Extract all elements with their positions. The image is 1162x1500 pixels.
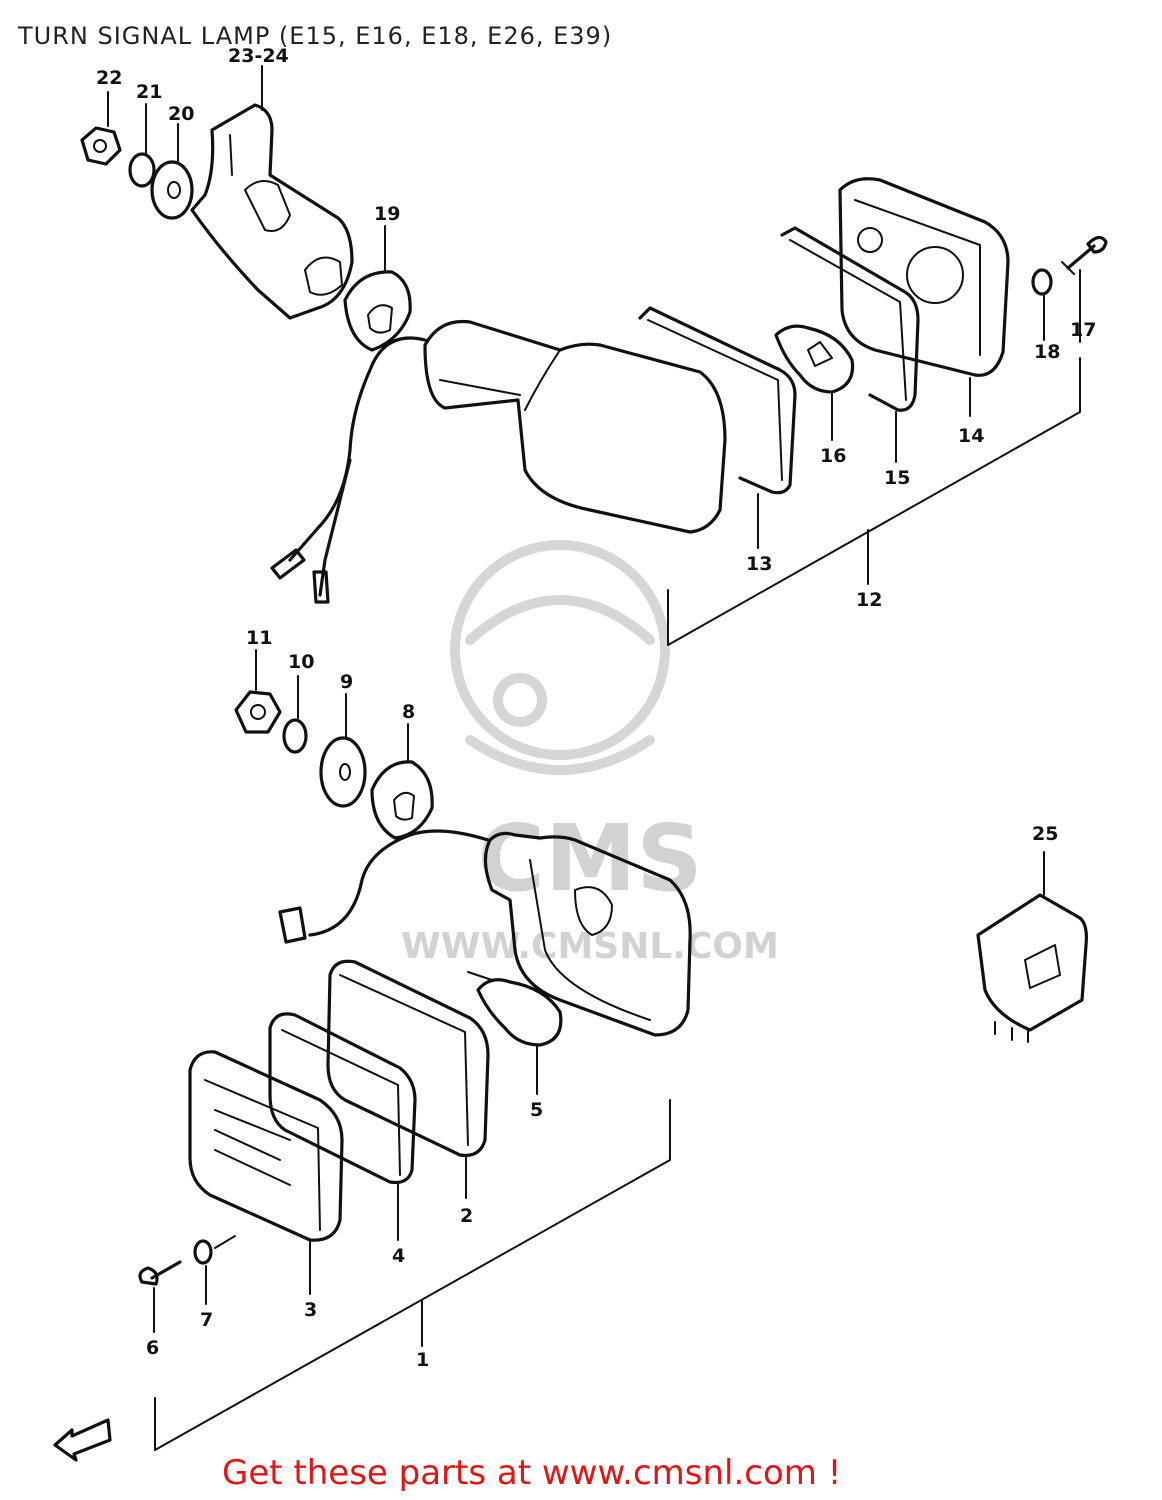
part-11-nut: [234, 690, 282, 734]
watermark-goggles: [465, 595, 655, 645]
part-14-lens: [838, 177, 1010, 377]
label-22: 22: [96, 67, 122, 89]
label-23-24: 23-24: [228, 45, 289, 67]
watermark-logo-text: CMS: [477, 805, 702, 912]
direction-arrow-icon: [53, 1418, 112, 1462]
part-23-24-bracket: [190, 103, 354, 320]
part-16-bulb: [774, 324, 855, 394]
label-2: 2: [460, 1205, 473, 1227]
label-20: 20: [168, 103, 194, 125]
part-18-washer: [1031, 268, 1053, 296]
part-9-washer: [319, 736, 367, 808]
label-9: 9: [340, 671, 353, 693]
watermark-face: [465, 735, 655, 775]
label-21: 21: [136, 81, 162, 103]
upper-assembly: [80, 103, 1108, 604]
label-17: 17: [1070, 319, 1096, 341]
label-16: 16: [820, 445, 846, 467]
lower-wire-harness: [278, 829, 490, 944]
label-12: 12: [856, 589, 882, 611]
part-number-labels: 22 21 20 23-24 19 17 18 14 15 16 13 12 1…: [96, 45, 1096, 1371]
part-1-lamp-housing: [483, 831, 692, 1037]
watermark-helmet: [450, 540, 670, 760]
label-25: 25: [1032, 823, 1058, 845]
part-15-gasket: [780, 226, 920, 412]
part-10-lock-washer: [282, 718, 308, 754]
label-7: 7: [200, 1309, 213, 1331]
footer-parts-link[interactable]: Get these parts at www.cmsnl.com !: [222, 1453, 842, 1493]
part-21-lock-washer: [128, 152, 156, 188]
part-20-washer: [150, 160, 194, 220]
part-8-grommet: [370, 760, 434, 840]
watermark: CMS WWW.CMSNL.COM: [401, 540, 779, 967]
label-1: 1: [416, 1349, 429, 1371]
part-12-lamp-housing: [423, 319, 727, 534]
upper-wire-harness: [270, 336, 427, 604]
part-25-flasher-relay: [976, 893, 1088, 1043]
label-6: 6: [146, 1337, 159, 1359]
leader-lines: [107, 65, 1081, 1451]
part-19-grommet: [343, 270, 412, 352]
lower-assembly: [53, 690, 1088, 1462]
label-18: 18: [1034, 341, 1060, 363]
diagram-title: TURN SIGNAL LAMP (E15, E16, E18, E26, E3…: [18, 22, 613, 50]
part-7-washer: [193, 1235, 236, 1265]
part-2-gasket: [326, 959, 490, 1158]
label-13: 13: [746, 553, 772, 575]
label-3: 3: [304, 1299, 317, 1321]
part-6-screw: [138, 1260, 182, 1286]
part-4-gasket: [268, 1012, 417, 1185]
part-3-lens: [188, 1050, 344, 1242]
part-22-nut: [80, 126, 122, 166]
label-19: 19: [374, 203, 400, 225]
label-8: 8: [402, 701, 415, 723]
label-10: 10: [288, 651, 314, 673]
part-5-bulb: [467, 971, 563, 1047]
label-4: 4: [392, 1245, 405, 1267]
part-17-screw: [1061, 235, 1108, 275]
watermark-url-text: WWW.CMSNL.COM: [401, 926, 779, 967]
label-15: 15: [884, 467, 910, 489]
label-11: 11: [246, 627, 272, 649]
watermark-eye: [493, 673, 547, 727]
part-13-gasket: [638, 306, 797, 495]
label-14: 14: [958, 425, 984, 447]
label-5: 5: [530, 1099, 543, 1121]
